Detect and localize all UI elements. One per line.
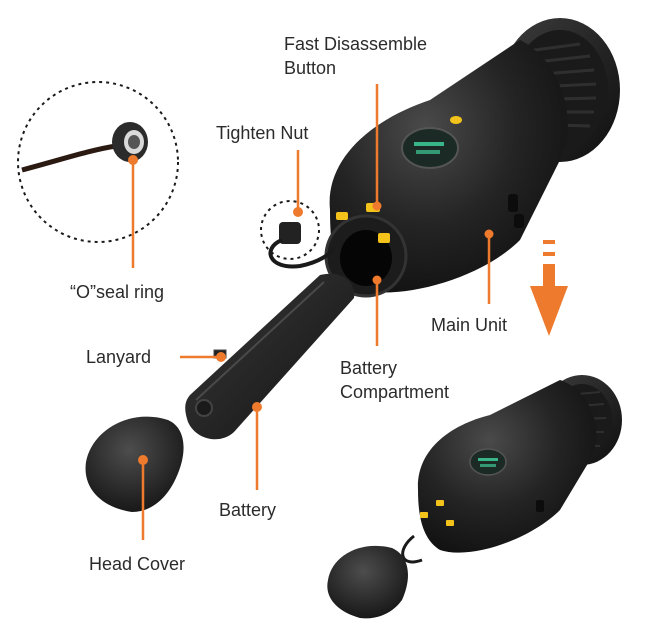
label-battery-compartment: Battery Compartment (340, 358, 450, 402)
main-unit-illustration (324, 18, 620, 298)
label-fast-disassemble: Fast Disassemble Button (284, 34, 428, 78)
dot-main-unit (484, 229, 494, 239)
label-head-cover: Head Cover (89, 554, 186, 574)
assembly-arrow-icon (530, 240, 568, 336)
dot-fast-disassemble (372, 201, 382, 211)
label-o-seal-ring: “O”seal ring (70, 282, 165, 302)
tighten-nut-illustration (260, 200, 336, 269)
label-battery: Battery (219, 500, 277, 520)
o-seal-ring-inset (17, 81, 179, 243)
assembled-unit-illustration (401, 375, 622, 564)
dot-battery-compartment (372, 275, 382, 285)
assembled-head-cover-illustration (327, 545, 408, 619)
label-tighten-nut: Tighten Nut (216, 123, 309, 143)
label-lanyard: Lanyard (86, 347, 152, 367)
label-main-unit: Main Unit (431, 315, 508, 335)
head-cover-illustration (85, 416, 184, 512)
leader-lines (131, 84, 491, 540)
